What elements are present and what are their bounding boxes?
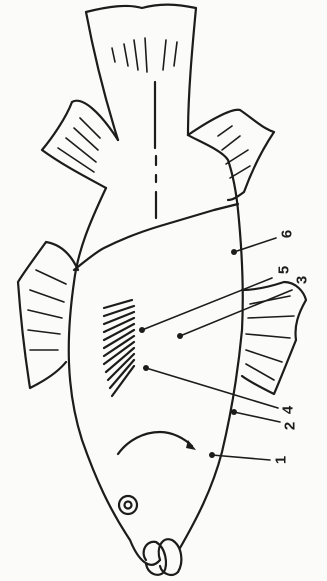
- lateral-dash-line: [155, 82, 156, 218]
- caudal-fin-rays: [112, 38, 177, 72]
- leader-2: [234, 412, 280, 422]
- leader-3: [180, 290, 292, 336]
- pelvic-fin-rays: [246, 296, 294, 380]
- leader-4: [146, 368, 278, 408]
- label-2: 2: [282, 422, 299, 430]
- upper-left-fin: [42, 101, 118, 188]
- upper-right-fin: [188, 110, 274, 200]
- label-5: 5: [276, 266, 293, 274]
- upper-right-fin-rays: [218, 126, 250, 178]
- label-6: 6: [279, 230, 296, 238]
- sampling-points: [139, 249, 237, 458]
- eye-pupil: [125, 502, 132, 509]
- gill-slits: [104, 300, 134, 396]
- label-4: 4: [280, 405, 297, 414]
- gill-cover-curve: [118, 432, 192, 454]
- lower-left-fin-rays: [28, 270, 66, 350]
- label-1: 1: [273, 456, 290, 464]
- label-3: 3: [294, 276, 311, 284]
- eye: [119, 496, 137, 514]
- mouth-upper-lip: [159, 539, 182, 575]
- leader-lines: [142, 238, 292, 460]
